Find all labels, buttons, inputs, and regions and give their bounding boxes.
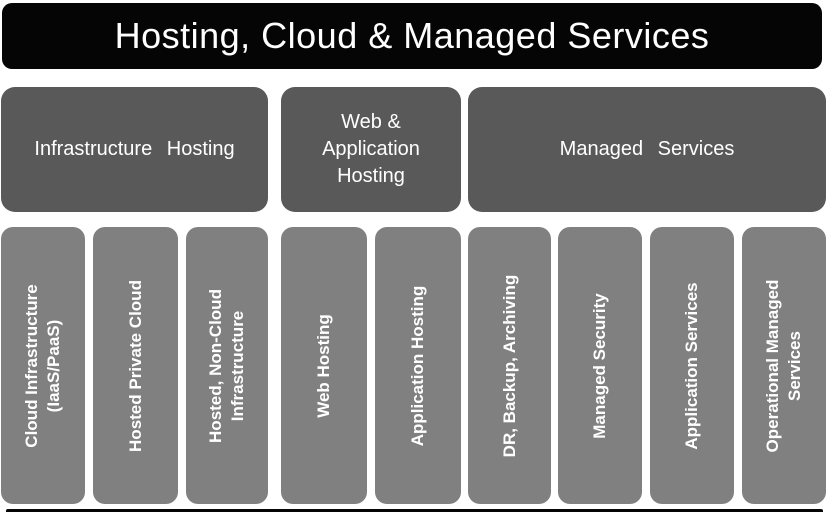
service-label: Hosted Private Cloud (125, 279, 145, 452)
service-pill-hosted-private-cloud: Hosted Private Cloud (93, 227, 178, 504)
service-label: Operational Managed Services (762, 279, 804, 452)
service-label: DR, Backup, Archiving (499, 274, 519, 457)
category-label: Web & Application Hosting (322, 111, 420, 187)
service-pill-application-hosting: Application Hosting (375, 227, 461, 504)
service-label: Hosted, Non-Cloud Infrastructure (205, 288, 247, 443)
category-label: Managed Services (559, 138, 735, 160)
category-label: Infrastructure Hosting (34, 138, 235, 160)
category-web-application-hosting: Web & Application Hosting (281, 87, 461, 212)
service-pill-hosted-non-cloud-infrastructure: Hosted, Non-Cloud Infrastructure (186, 227, 268, 504)
diagram-title: Hosting, Cloud & Managed Services (114, 15, 710, 56)
category-infrastructure-hosting: Infrastructure Hosting (1, 87, 268, 212)
service-label: Cloud Infrastructure (IaaS/PaaS) (21, 283, 63, 448)
service-label: Application Hosting (407, 285, 427, 446)
service-pill-operational-managed-services: Operational Managed Services (742, 227, 826, 504)
service-pill-web-hosting: Web Hosting (281, 227, 367, 504)
service-pill-dr-backup-archiving: DR, Backup, Archiving (468, 227, 551, 504)
service-label: Managed Security (589, 292, 609, 439)
service-pill-application-services: Application Services (650, 227, 734, 504)
bottom-edge-strip (6, 509, 823, 512)
service-pill-managed-security: Managed Security (558, 227, 642, 504)
service-label: Application Services (681, 281, 701, 450)
diagram-title-banner: Hosting, Cloud & Managed Services (2, 3, 822, 69)
category-managed-services: Managed Services (468, 87, 826, 212)
service-pill-cloud-infrastructure: Cloud Infrastructure (IaaS/PaaS) (1, 227, 85, 504)
service-label: Web Hosting (313, 313, 333, 418)
